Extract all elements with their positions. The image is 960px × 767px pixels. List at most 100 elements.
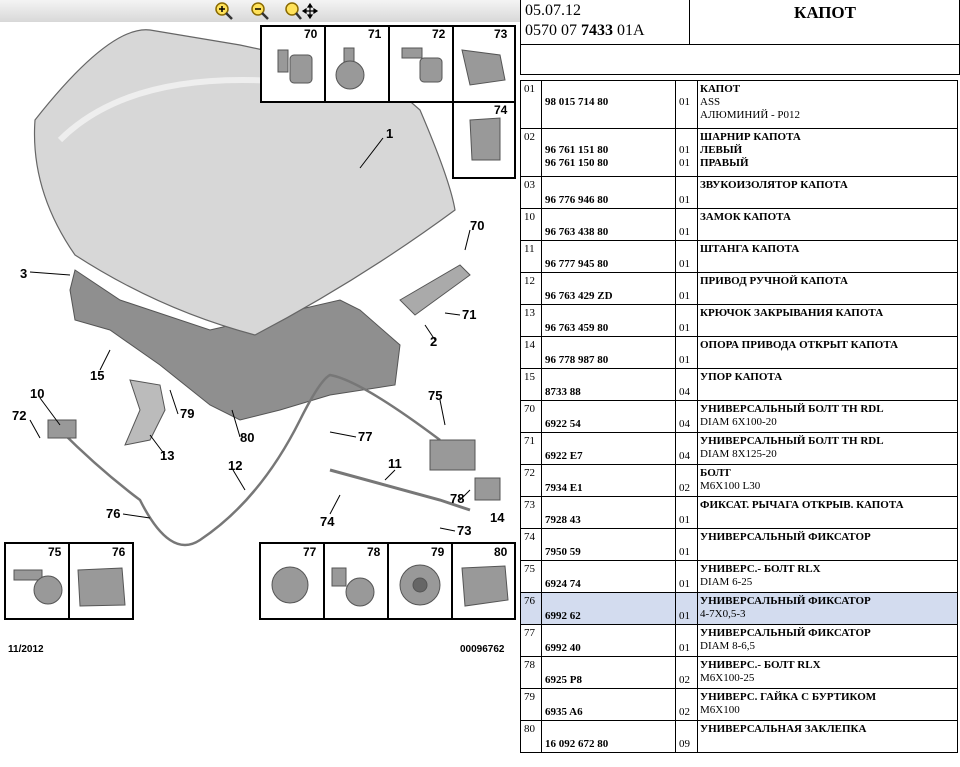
zoom-move-icon[interactable] [284,1,320,21]
svg-text:73: 73 [494,27,508,41]
description-line: КАПОТ [700,83,741,95]
svg-text:71: 71 [368,27,382,41]
description-line: DIAM 8X125-20 [700,448,777,460]
description-line: УПОР КАПОТА [700,371,783,383]
callout-10: 10 [30,386,44,401]
part-quantity: 01 [679,642,690,654]
lock-shape [47,419,77,439]
part-description: УПОР КАПОТА [700,371,782,384]
part-quantity: 02 [679,706,690,718]
part-reference: 96 778 987 80 [545,354,609,366]
part-description: КРЮЧОК ЗАКРЫВАНИЯ КАПОТА [700,307,883,320]
description-line: УНИВЕРСАЛЬНАЯ ЗАКЛЕПКА [700,723,867,735]
lever-support-shape [429,439,476,471]
part-position: 73 [524,499,535,511]
part-quantity: 01 [679,354,690,366]
svg-text:77: 77 [303,545,317,559]
callout-73: 73 [457,523,471,538]
part-quantity: 01 [679,226,690,238]
description-line: ПРИВОД РУЧНОЙ КАПОТА [700,275,848,287]
part-position: 79 [524,691,535,703]
diagram-number-footer: 00096762 [460,644,505,655]
description-line: ЛЕВЫЙ [700,144,743,156]
description-line: ЗВУКОИЗОЛЯТОР КАПОТА [700,179,848,191]
part-reference: 96 763 438 80 [545,226,609,238]
zoom-in-icon[interactable] [214,1,234,21]
description-line: ШАРНИР КАПОТА [700,131,801,143]
part-quantity: 01 [679,96,690,108]
part-position: 78 [524,659,535,671]
part-quantity: 01 [679,144,690,156]
part-description: ШТАНГА КАПОТА [700,243,799,256]
part-quantity: 01 [679,514,690,526]
part-quantity: 02 [679,482,690,494]
part-reference: 6992 40 [545,642,581,654]
catalog-code: 0570 07 7433 01A [525,22,645,39]
catalog-date: 05.07.12 [525,2,581,19]
svg-text:75: 75 [48,545,62,559]
diagram-toolbar [0,0,520,23]
callout-74: 74 [320,514,335,529]
callout-70: 70 [470,218,484,233]
description-line: DIAM 6X100-20 [700,416,777,428]
part-position: 14 [524,339,535,351]
part-reference: 7950 59 [545,546,581,558]
svg-text:72: 72 [432,27,446,41]
description-line: БОЛТ [700,467,731,479]
part-reference: 6992 62 [545,610,581,622]
part-position: 77 [524,627,535,639]
part-reference: 6922 54 [545,418,581,430]
part-reference: 96 761 150 80 [545,157,609,169]
part-reference: 96 777 945 80 [545,258,609,270]
callout-76: 76 [106,506,120,521]
part-reference: 96 776 946 80 [545,194,609,206]
callout-11: 11 [388,456,402,471]
zoom-out-icon[interactable] [250,1,270,21]
exploded-parts-diagram: 1 2 3 15 70 71 79 13 80 10 72 12 77 75 1… [0,22,520,767]
part-reference: 6924 74 [545,578,581,590]
description-line: УНИВЕРС.- БОЛТ RLX [700,563,821,575]
description-line: ПРАВЫЙ [700,157,749,169]
part-quantity: 04 [679,450,690,462]
part-position: 11 [524,243,535,255]
part-position: 13 [524,307,535,319]
description-line: ФИКСАТ. РЫЧАГА ОТКРЫВ. КАПОТА [700,499,904,511]
callout-80: 80 [240,430,254,445]
part-position: 76 [524,595,535,607]
description-line: УНИВЕРС. ГАЙКА С БУРТИКОМ [700,691,877,703]
part-reference: 6935 A6 [545,706,583,718]
description-line: M6X100-25 [700,672,755,684]
callout-1: 1 [386,126,393,141]
part-description: ФИКСАТ. РЫЧАГА ОТКРЫВ. КАПОТА [700,499,904,512]
description-line: ASS [700,96,721,108]
svg-text:70: 70 [304,27,318,41]
rod-shape [329,468,471,512]
description-line: УНИВЕРСАЛЬНЫЙ ФИКСАТОР [700,531,871,543]
part-reference: 96 763 459 80 [545,322,609,334]
callout-71: 71 [462,307,476,322]
